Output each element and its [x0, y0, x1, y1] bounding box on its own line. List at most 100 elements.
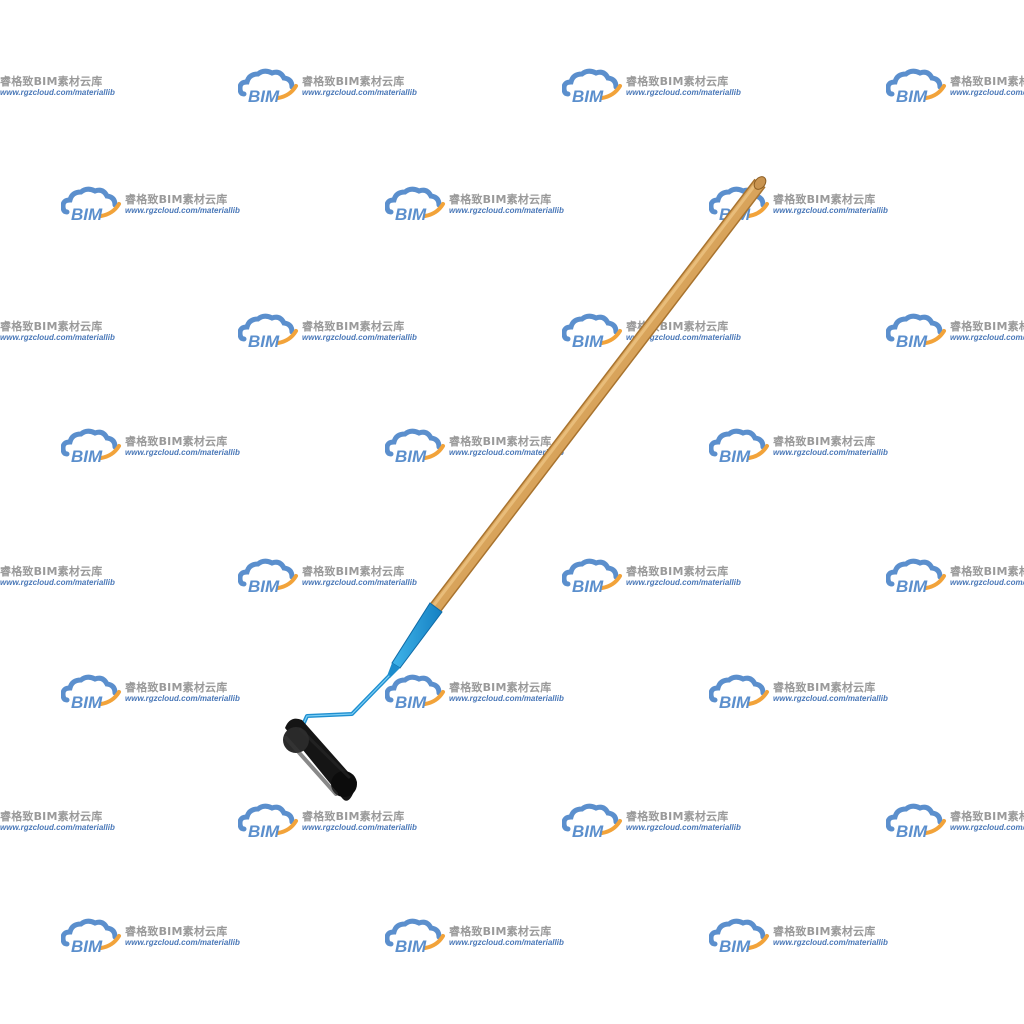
- bim-logo-text: BIM: [71, 693, 103, 712]
- watermark-url: www.rgzcloud.com/materiallib: [626, 333, 741, 342]
- bim-cloud-logo-icon: BIM: [61, 674, 121, 712]
- watermark-stamp: BIM 睿格致BIM素材云库www.rgzcloud.com/materialli…: [886, 313, 1024, 353]
- bim-logo-text: BIM: [572, 87, 604, 106]
- bim-logo-text: BIM: [719, 937, 751, 956]
- watermark-url: www.rgzcloud.com/materiallib: [626, 823, 741, 832]
- watermark-brand-name: 睿格致BIM素材云库: [302, 75, 405, 88]
- bim-logo-text: BIM: [719, 447, 751, 466]
- blue-grip: [387, 602, 443, 678]
- watermark-brand-name: 睿格致BIM素材云库: [950, 320, 1024, 333]
- watermark-url: www.rgzcloud.com/materiallib: [0, 823, 115, 832]
- bim-logo-text: BIM: [896, 87, 928, 106]
- watermark-brand-name: 睿格致BIM素材云库: [449, 193, 552, 206]
- watermark-brand-name: 睿格致BIM素材云库: [773, 925, 876, 938]
- watermark-url: www.rgzcloud.com/materiallib: [302, 823, 417, 832]
- bim-logo-text: BIM: [71, 937, 103, 956]
- watermark-url: www.rgzcloud.com/materiallib: [449, 448, 564, 457]
- watermark-brand-name: 睿格致BIM素材云库: [950, 810, 1024, 823]
- bim-cloud-logo-icon: BIM: [562, 313, 622, 351]
- watermark-url: www.rgzcloud.com/materiallib: [626, 88, 741, 97]
- watermark-brand-name: 睿格致BIM素材云库: [773, 681, 876, 694]
- watermark-url: www.rgzcloud.com/materiallib: [0, 88, 115, 97]
- watermark-brand-name: 睿格致BIM素材云库: [125, 925, 228, 938]
- watermark-url: www.rgzcloud.com/materiallib: [125, 694, 240, 703]
- watermark-brand-name: 睿格致BIM素材云库: [302, 320, 405, 333]
- watermark-brand-name: 睿格致BIM素材云库: [302, 565, 405, 578]
- bim-logo-text: BIM: [71, 447, 103, 466]
- bim-cloud-logo-icon: BIM: [61, 186, 121, 224]
- bim-cloud-logo-icon: BIM: [886, 313, 946, 351]
- bim-cloud-logo-icon: BIM: [385, 186, 445, 224]
- watermark-url: www.rgzcloud.com/materiallib: [950, 88, 1024, 97]
- bim-cloud-logo-icon: BIM: [238, 68, 298, 106]
- bim-cloud-logo-icon: BIM: [886, 803, 946, 841]
- watermark-stamp: BIM 睿格致BIM素材云库www.rgzcloud.com/materialli…: [886, 68, 1024, 108]
- watermark-url: www.rgzcloud.com/materiallib: [773, 938, 888, 947]
- bim-cloud-logo-icon: BIM: [562, 803, 622, 841]
- watermark-brand-name: 睿格致BIM素材云库: [0, 810, 103, 823]
- bim-logo-text: BIM: [896, 332, 928, 351]
- watermark-url: www.rgzcloud.com/materiallib: [125, 206, 240, 215]
- watermark-stamp: BIM睿格致BIM素材云库www.rgzcloud.com/materialli…: [886, 803, 1024, 843]
- bim-logo-text: BIM: [572, 332, 604, 351]
- watermark-url: www.rgzcloud.com/materiallib: [302, 578, 417, 587]
- watermark-url: www.rgzcloud.com/materiallib: [0, 578, 115, 587]
- bim-cloud-logo-icon: BIM: [562, 68, 622, 106]
- watermark-url: www.rgzcloud.com/materiallib: [449, 694, 564, 703]
- bim-logo-text: BIM: [248, 87, 280, 106]
- bim-logo-text: BIM: [395, 937, 427, 956]
- watermark-brand-name: 睿格致BIM素材云库: [125, 193, 228, 206]
- bim-cloud-logo-icon: BIM: [61, 428, 121, 466]
- watermark-url: www.rgzcloud.com/materiallib: [950, 333, 1024, 342]
- watermark-brand-name: 睿格致BIM素材云库: [449, 925, 552, 938]
- bim-logo-text: BIM: [896, 577, 928, 596]
- watermark-url: www.rgzcloud.com/materiallib: [626, 578, 741, 587]
- bim-cloud-logo-icon: BIM: [562, 558, 622, 596]
- bim-logo-text: BIM: [248, 577, 280, 596]
- watermark-stamp: BIM睿格致BIM素材云库www.rgzcloud.com/materialli…: [0, 803, 126, 843]
- bim-cloud-logo-icon: BIM: [61, 918, 121, 956]
- watermark-brand-name: 睿格致BIM素材云库: [626, 565, 729, 578]
- watermark-url: www.rgzcloud.com/materiallib: [773, 448, 888, 457]
- watermark-url: www.rgzcloud.com/materiallib: [125, 448, 240, 457]
- roller-frame: [296, 674, 391, 738]
- watermark-brand-name: 睿格致BIM素材云库: [626, 810, 729, 823]
- watermark-url: www.rgzcloud.com/materiallib: [125, 938, 240, 947]
- bim-logo-text: BIM: [395, 693, 427, 712]
- bim-logo-text: BIM: [395, 447, 427, 466]
- watermark-stamp: BIM睿格致BIM素材云库www.rgzcloud.com/materialli…: [0, 68, 126, 108]
